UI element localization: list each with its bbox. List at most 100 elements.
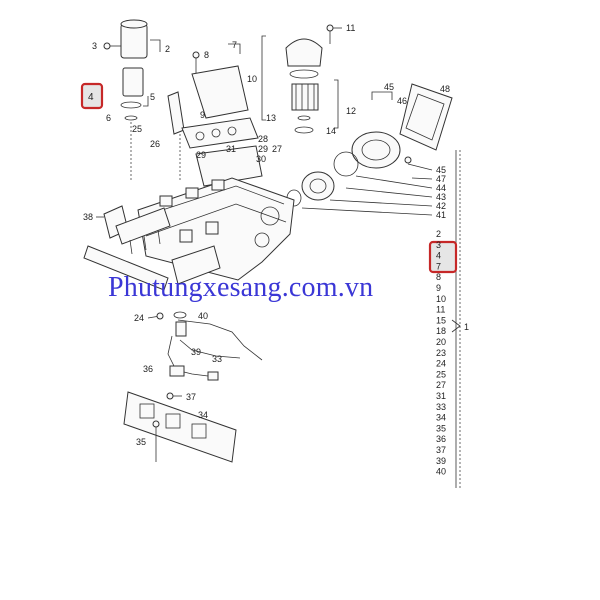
gasket-group [181, 117, 263, 187]
callout-label: 5 [150, 92, 155, 102]
pump-42 [301, 171, 335, 201]
cam-cap [205, 221, 219, 235]
port [165, 413, 181, 429]
cover-48 [399, 83, 453, 151]
legend-item: 25 [436, 369, 446, 379]
bolt-head [152, 420, 160, 428]
callout-label: 45 [384, 82, 394, 92]
legend-item: 39 [436, 456, 446, 466]
bracket-5 [143, 96, 149, 107]
legend-item: 4 [436, 251, 441, 261]
callout-label: 30 [256, 154, 266, 164]
callout-label: 35 [136, 437, 146, 447]
callout-label: 10 [247, 74, 257, 84]
callout-label: 29 [196, 150, 206, 160]
callout-label: 34 [198, 410, 208, 420]
legend-item: 47 [436, 174, 446, 184]
callout-label: 28 [258, 134, 268, 144]
bracket-7-leader [228, 43, 241, 54]
callout-label: 24 [134, 313, 144, 323]
legend-item: 27 [436, 380, 446, 390]
cooler-group [286, 83, 453, 207]
cam-cap [179, 229, 193, 243]
small-seal [124, 115, 138, 121]
highlight-box [80, 82, 104, 110]
group-brace [451, 319, 461, 333]
bracket-12 [334, 79, 339, 129]
watermark: Phutungxesang.com.vn [108, 272, 374, 303]
wire-harness-33 [177, 319, 263, 361]
group-label: 1 [464, 322, 469, 332]
legend-item: 43 [436, 192, 446, 202]
wiring-group [147, 311, 263, 400]
connector-36 [169, 365, 185, 377]
injector-rail [115, 207, 171, 245]
callout-label: 37 [186, 392, 196, 402]
filter-cover-10 [285, 38, 323, 67]
port [139, 403, 155, 419]
legend-item: 44 [436, 183, 446, 193]
callout-label: 27 [272, 144, 282, 154]
bolt-head [103, 42, 111, 50]
housing-46 [351, 131, 401, 169]
legend-item: 41 [436, 210, 446, 220]
coil-pack [171, 245, 221, 285]
cam-cap [185, 187, 199, 199]
filter-cap-top [120, 19, 148, 29]
callout-label: 33 [212, 354, 222, 364]
legend-item: 45 [436, 165, 446, 175]
oil-filter-housing-group [103, 19, 161, 180]
pump-42-inner [309, 178, 327, 194]
bolt-head [192, 51, 200, 59]
filter-module-group [261, 24, 342, 134]
leader [355, 175, 433, 189]
seal-ring [120, 101, 142, 109]
callout-label: 38 [83, 212, 93, 222]
callout-label: 8 [204, 50, 209, 60]
connector [207, 371, 219, 381]
leader [407, 163, 433, 171]
legend-item: 36 [436, 434, 446, 444]
filter-cap [120, 23, 148, 59]
wire [179, 339, 241, 359]
legend-item: 8 [436, 272, 441, 282]
bracket-7 [191, 65, 249, 119]
legend-item: 24 [436, 359, 446, 369]
legend-item: 42 [436, 201, 446, 211]
callout-label: 7 [232, 40, 237, 50]
callout-label: 6 [106, 113, 111, 123]
callout-label: 26 [150, 139, 160, 149]
bolt-head [156, 312, 164, 320]
callout-label: 12 [346, 106, 356, 116]
callout-label: 14 [326, 126, 336, 136]
callout-label: 9 [200, 110, 205, 120]
legend-item: 7 [436, 261, 441, 271]
camshaft-bore [254, 232, 270, 248]
cover-48-inner [405, 93, 445, 141]
legend-item: 37 [436, 445, 446, 455]
injector-group [83, 205, 221, 291]
legend-item: 18 [436, 326, 446, 336]
legend-item: 10 [436, 294, 446, 304]
port [191, 423, 207, 439]
legend-item: 3 [436, 240, 441, 250]
callout-label: 31 [226, 144, 236, 154]
legend-item: 40 [436, 467, 446, 477]
seal-40 [173, 311, 187, 319]
callout-label: 3 [92, 41, 97, 51]
housing-46-inner [361, 139, 391, 161]
legend-item: 15 [436, 315, 446, 325]
callout-label: 39 [191, 347, 201, 357]
gasket-hole [195, 131, 205, 141]
gasket-hole [227, 126, 237, 136]
legend-item: 23 [436, 348, 446, 358]
leader [411, 177, 433, 180]
legend-item: 33 [436, 402, 446, 412]
cam-cap [159, 195, 173, 207]
callout-label: 11 [346, 23, 355, 33]
gasket-hole [211, 128, 221, 138]
head-edge [145, 203, 287, 237]
